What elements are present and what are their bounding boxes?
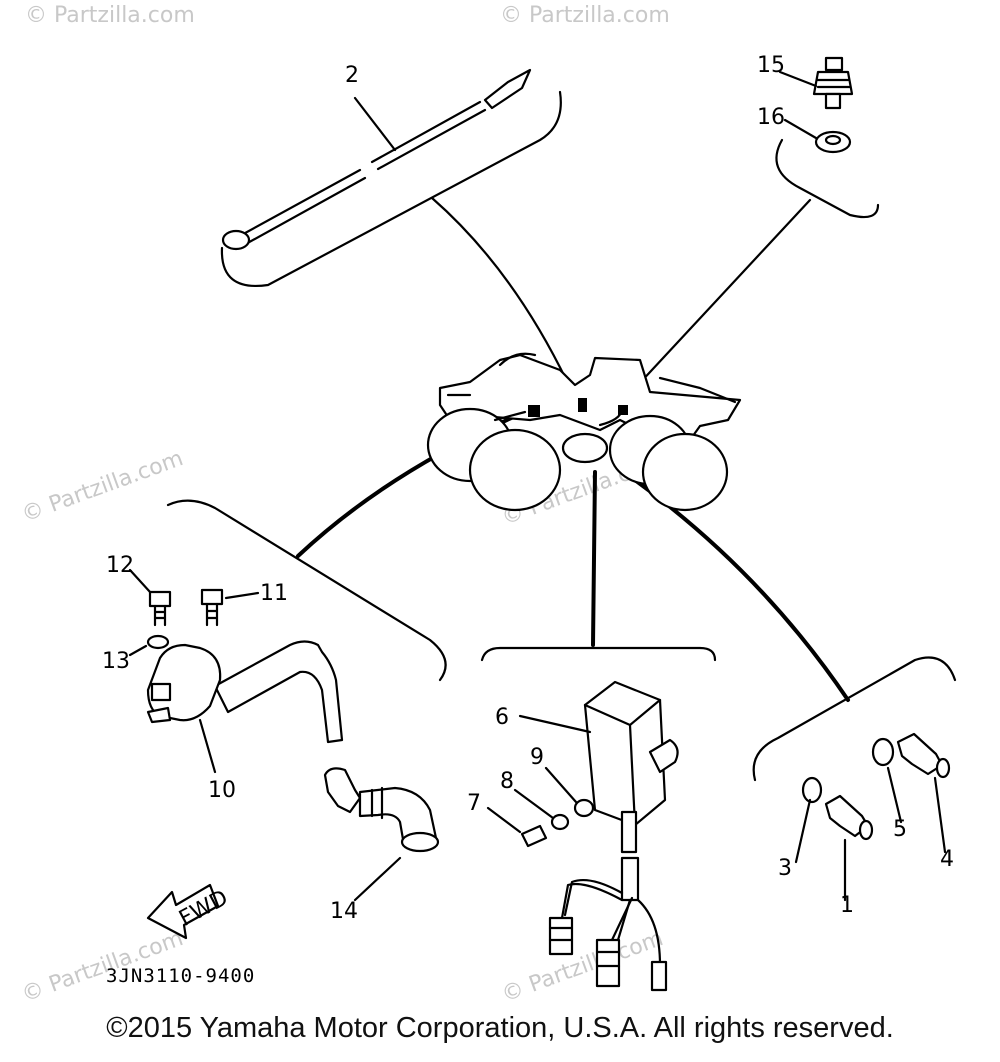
callout-4: 4 (940, 847, 954, 872)
atv-vehicle (426, 352, 742, 512)
diagram-code: 3JN3110-9400 (106, 965, 255, 987)
callout-2: 2 (345, 63, 359, 88)
callout-16: 16 (757, 105, 785, 130)
callout-14: 14 (330, 899, 358, 924)
parts-11-12-13 (128, 568, 260, 657)
panel-outlines (166, 90, 957, 782)
part-6-cdi-unit (518, 680, 679, 992)
callout-11: 11 (260, 581, 288, 606)
watermark: © Partzilla.com (499, 926, 667, 1008)
part-10-coil (146, 640, 344, 774)
part-16-washer (783, 118, 852, 154)
parts-7-8-9 (486, 766, 595, 848)
part-15-switch (778, 56, 854, 110)
watermark: © Partzilla.com (25, 3, 195, 28)
callout-5: 5 (893, 817, 907, 842)
watermark: © Partzilla.com (500, 3, 670, 28)
callout-9: 9 (530, 745, 544, 770)
callout-7: 7 (467, 791, 481, 816)
callout-13: 13 (102, 649, 130, 674)
watermarks: © Partzilla.com © Partzilla.com © Partzi… (19, 3, 670, 1008)
callout-numbers: 1 2 3 4 5 6 7 8 9 10 11 12 13 14 15 16 (102, 53, 954, 924)
callout-3: 3 (778, 856, 792, 881)
fwd-arrow-icon: FWD (146, 883, 232, 940)
part-2-rod (221, 68, 532, 251)
callout-1: 1 (840, 893, 854, 918)
parts-diagram: © Partzilla.com © Partzilla.com © Partzi… (19, 3, 957, 1008)
callout-10: 10 (208, 778, 236, 803)
callout-15: 15 (757, 53, 785, 78)
callout-12: 12 (106, 553, 134, 578)
parts-1-3-4-5 (794, 732, 951, 902)
watermark: © Partzilla.com (19, 446, 187, 528)
callout-8: 8 (500, 769, 514, 794)
copyright-notice: ©2015 Yamaha Motor Corporation, U.S.A. A… (106, 1012, 894, 1044)
callout-6: 6 (495, 705, 509, 730)
part-14-elbow (323, 767, 440, 902)
